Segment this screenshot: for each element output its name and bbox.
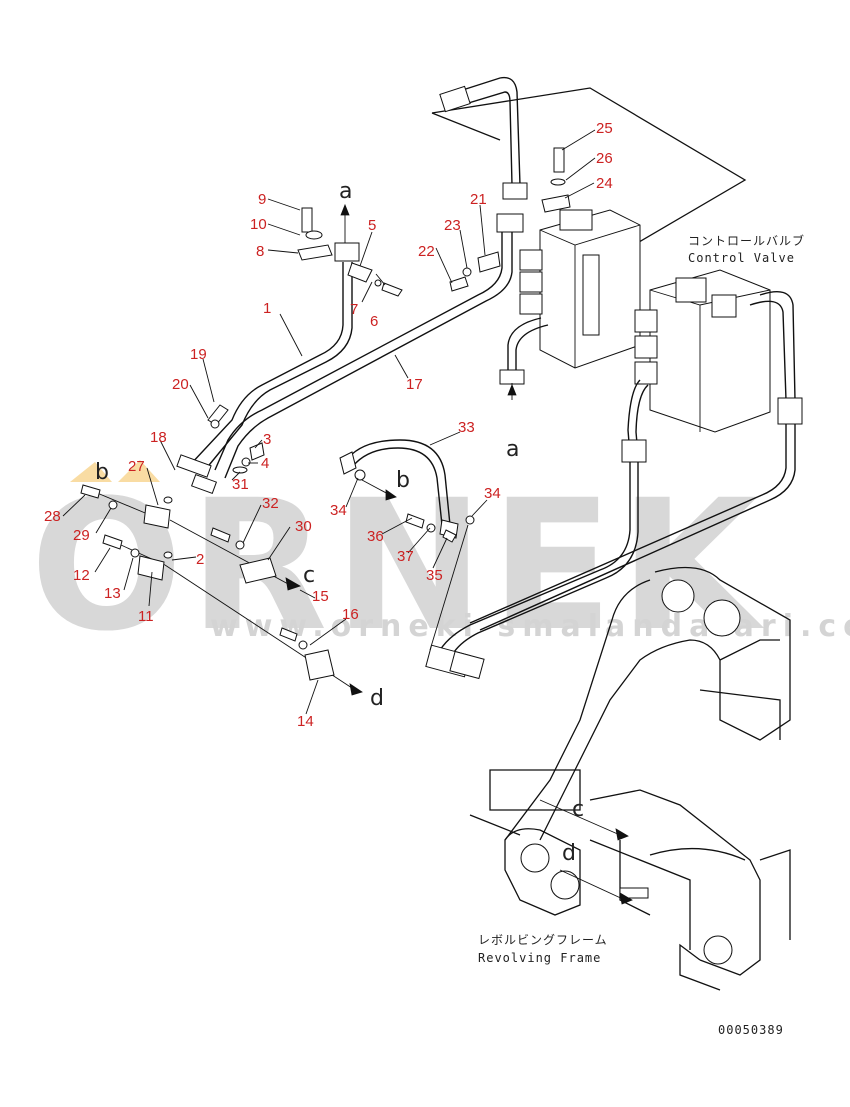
- letter-c-frame: c: [572, 797, 584, 822]
- letter-a-bottom: a: [506, 437, 519, 462]
- callout-19: 19: [190, 346, 207, 363]
- callout-27: 27: [128, 458, 145, 475]
- callout-30: 30: [295, 518, 312, 535]
- callout-33: 33: [458, 419, 475, 436]
- letter-d-left: d: [370, 686, 384, 711]
- callout-15: 15: [312, 588, 329, 605]
- callout-20: 20: [172, 376, 189, 393]
- callout-13: 13: [104, 585, 121, 602]
- callout-11: 11: [138, 608, 154, 625]
- callout-4: 4: [261, 455, 269, 472]
- callout-10: 10: [250, 216, 267, 233]
- callout-16: 16: [342, 606, 359, 623]
- callout-12: 12: [73, 567, 90, 584]
- callout-17: 17: [406, 376, 423, 393]
- watermark-accent: [70, 460, 160, 482]
- callout-22: 22: [418, 243, 435, 260]
- frame-label-en: Revolving Frame: [478, 951, 601, 965]
- text-labels: コントロールバルブ Control Valve レボルビングフレーム Revol…: [478, 233, 805, 1037]
- leader-lines: [62, 129, 596, 715]
- callout-14: 14: [297, 713, 314, 730]
- callout-18: 18: [150, 429, 167, 446]
- callout-28: 28: [44, 508, 61, 525]
- control-valve-label-jp: コントロールバルブ: [688, 233, 805, 248]
- callout-26: 26: [596, 150, 613, 167]
- callout-32: 32: [262, 495, 279, 512]
- callout-36: 36: [367, 528, 384, 545]
- callout-1: 1: [263, 300, 271, 317]
- watermark-url: www.orneki smalandalari.com.tr: [210, 609, 850, 644]
- callout-2: 2: [196, 551, 204, 568]
- callout-35: 35: [426, 567, 443, 584]
- letter-b-left: b: [95, 460, 109, 485]
- control-valve-label-en: Control Valve: [688, 251, 795, 265]
- reference-letters: a a b b c c d d: [95, 179, 584, 866]
- callout-5: 5: [368, 217, 376, 234]
- callout-34b: 34: [484, 485, 501, 502]
- callout-8: 8: [256, 243, 264, 260]
- callout-9: 9: [258, 191, 266, 208]
- callout-23: 23: [444, 217, 461, 234]
- revolving-frame-drawing: [469, 566, 791, 991]
- callout-numbers: 1 2 3 4 5 6 7 8 9 10 11 12 13 14 15 16 1…: [44, 120, 613, 730]
- drawing-number: 00050389: [718, 1023, 784, 1037]
- callout-24: 24: [596, 175, 613, 192]
- callout-37: 37: [397, 548, 414, 565]
- callout-34a: 34: [330, 502, 347, 519]
- clamp-parts: [80, 439, 475, 696]
- control-valve-drawing: [425, 76, 803, 680]
- callout-21: 21: [470, 191, 487, 208]
- letter-c-left: c: [303, 563, 315, 588]
- callout-25: 25: [596, 120, 613, 137]
- frame-label-jp: レボルビングフレーム: [478, 933, 608, 947]
- letter-a-top: a: [339, 179, 352, 204]
- callout-6: 6: [370, 313, 378, 330]
- letter-d-frame: d: [562, 841, 576, 866]
- letter-b-right: b: [396, 468, 410, 493]
- callout-29: 29: [73, 527, 90, 544]
- callout-7: 7: [350, 301, 358, 318]
- callout-31: 31: [232, 476, 249, 493]
- callout-3: 3: [263, 431, 271, 448]
